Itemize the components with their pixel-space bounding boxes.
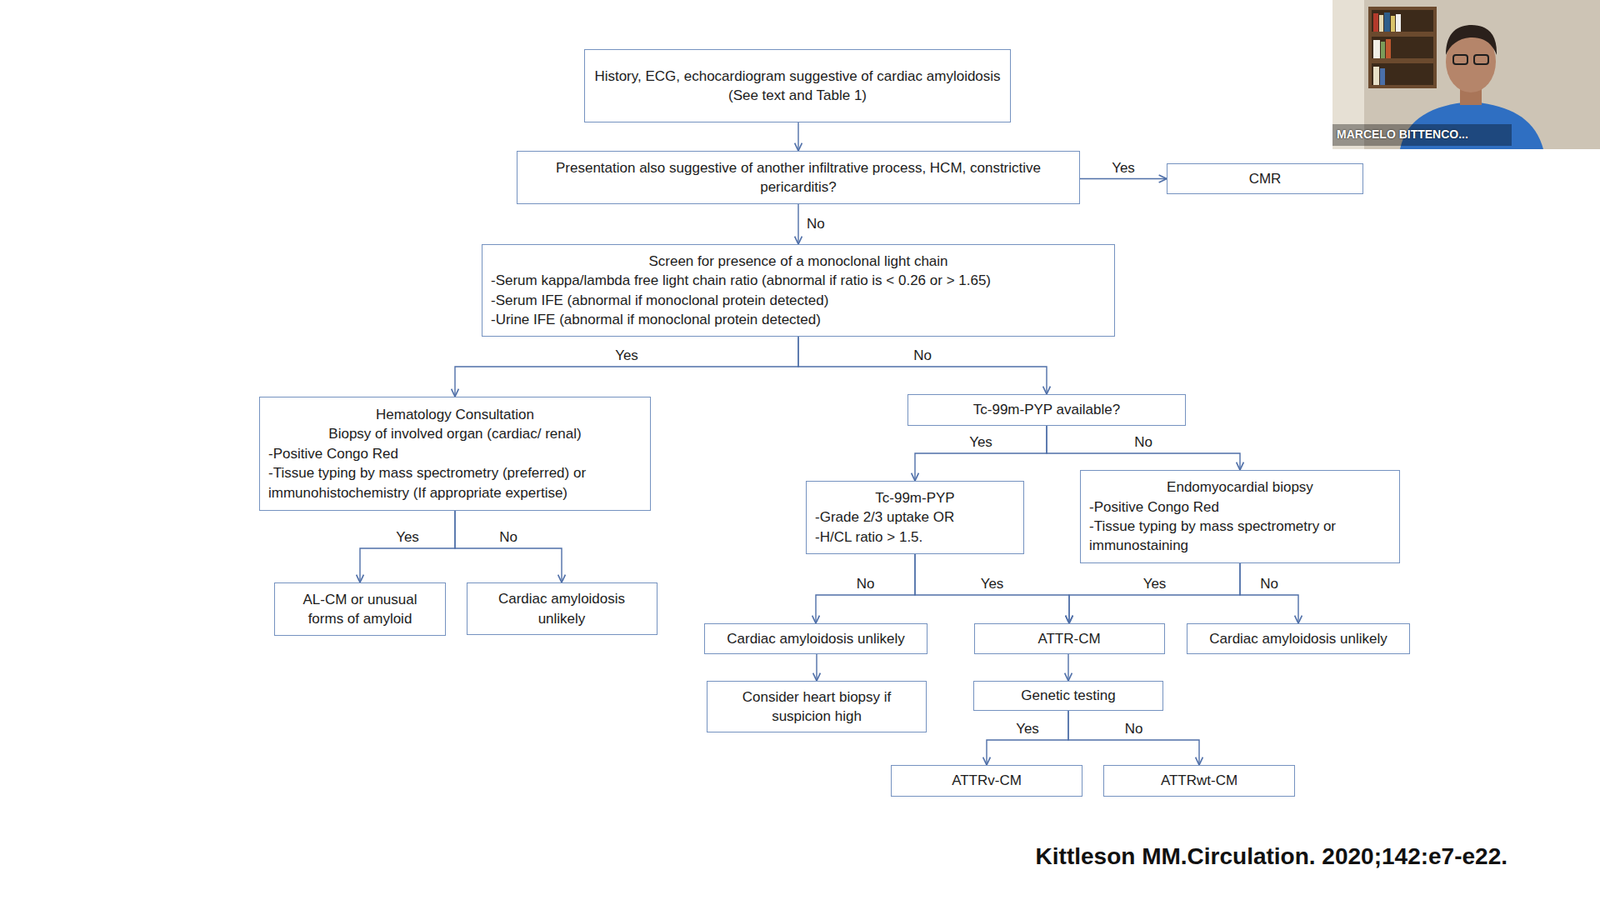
speaker-name: MARCELO BITTENCO...: [1336, 127, 1469, 142]
process-box: Endomyocardial biopsy-Positive Congo Red…: [1080, 470, 1400, 564]
flow-arrow: [1240, 563, 1299, 624]
box-text: Consider heart biopsy if suspicion high: [715, 687, 918, 727]
edge-label: No: [805, 215, 827, 233]
flow-arrow: [455, 510, 562, 583]
process-box: Consider heart biopsy if suspicion high: [706, 680, 927, 733]
books: [1373, 12, 1401, 85]
box-text: ATTRwt-CM: [1112, 770, 1286, 790]
box-text: -Grade 2/3 uptake OR: [815, 507, 1015, 527]
edge-label: Yes: [1110, 159, 1137, 176]
box-text: -Urine IFE (abnormal if monoclonal prote…: [490, 310, 1106, 330]
flow-arrow: [1069, 563, 1240, 624]
box-text: Genetic testing: [982, 685, 1155, 705]
box-text: -Serum kappa/lambda free light chain rat…: [490, 270, 1106, 290]
box-text: Cardiac amyloidosis unlikely: [713, 629, 919, 649]
flow-arrow: [915, 554, 1070, 624]
glasses: [1474, 55, 1489, 65]
process-box: Tc-99m-PYP available?: [907, 394, 1186, 426]
edge-label: Yes: [613, 347, 640, 365]
edge-label: No: [497, 529, 520, 546]
box-text: Tc-99m-PYP available?: [916, 400, 1177, 420]
shelf-space: [1371, 10, 1434, 32]
box-text: -Tissue typing by mass spectrometry or i…: [1089, 516, 1391, 556]
edge-label: Yes: [1141, 575, 1169, 593]
flow-arrow: [1080, 178, 1167, 180]
edge-label: Yes: [979, 575, 1006, 593]
box-text: ATTR-CM: [983, 629, 1156, 649]
edge-label: No: [1258, 575, 1280, 593]
process-box: Presentation also suggestive of another …: [516, 150, 1080, 205]
box-text: -Serum IFE (abnormal if monoclonal prote…: [490, 290, 1106, 310]
person-hair: [1445, 25, 1497, 55]
box-text: Screen for presence of a monoclonal ligh…: [490, 251, 1106, 271]
edge-label: Yes: [1014, 720, 1041, 738]
flow-arrow: [797, 122, 799, 151]
box-text: -Positive Congo Red: [268, 444, 642, 464]
process-box: History, ECG, echocardiogram suggestive …: [584, 49, 1011, 123]
box-text: ATTRv-CM: [900, 770, 1074, 790]
flow-arrow: [915, 425, 1047, 481]
citation-caption: Kittleson MM.Circulation. 2020;142:e7-e2…: [1035, 843, 1508, 870]
glasses: [1453, 55, 1468, 65]
box-text: -H/CL ratio > 1.5.: [815, 527, 1015, 547]
box-text: Presentation also suggestive of another …: [525, 158, 1071, 198]
flow-arrow: [360, 510, 455, 583]
edge-label: No: [855, 575, 877, 593]
box-text: -Positive Congo Red: [1089, 497, 1391, 517]
shelf-space: [1371, 63, 1434, 85]
process-box: Hematology ConsultationBiopsy of involve…: [259, 396, 651, 511]
edge-label: Yes: [967, 434, 995, 451]
flow-arrow: [455, 336, 799, 397]
name-bar: [1332, 124, 1512, 146]
process-box: AL-CM or unusual forms of amyloid: [274, 582, 446, 636]
box-text: Tc-99m-PYP: [815, 488, 1015, 508]
process-box: Genetic testing: [973, 680, 1164, 711]
edge-label: No: [1123, 720, 1145, 738]
flow-arrow: [1067, 654, 1069, 681]
flow-arrow: [798, 336, 1047, 395]
box-text: Cardiac amyloidosis unlikely: [475, 589, 649, 629]
process-box: Tc-99m-PYP-Grade 2/3 uptake OR-H/CL rati…: [805, 480, 1025, 555]
box-text: Biopsy of involved organ (cardiac/ renal…: [268, 424, 642, 444]
shelf-space: [1371, 36, 1434, 59]
process-box: Cardiac amyloidosis unlikely: [704, 623, 928, 655]
edge-label: Yes: [394, 529, 421, 546]
flow-arrow: [1046, 425, 1240, 470]
process-box: ATTR-CM: [974, 623, 1165, 655]
box-text: Endomyocardial biopsy: [1089, 477, 1391, 497]
box-text: Hematology Consultation: [268, 405, 642, 425]
webcam-wall: [1332, 0, 1600, 150]
process-box: Screen for presence of a monoclonal ligh…: [481, 244, 1115, 337]
flow-arrow: [986, 710, 1069, 765]
flow-arrow: [1068, 710, 1200, 765]
process-box: Cardiac amyloidosis unlikely: [466, 582, 658, 635]
process-box: CMR: [1166, 163, 1364, 195]
process-box: ATTRwt-CM: [1103, 765, 1295, 797]
flow-arrow: [797, 204, 799, 245]
bookshelf: [1368, 6, 1437, 89]
box-text: (See text and Table 1): [593, 85, 1002, 105]
box-text: CMR: [1175, 169, 1355, 189]
webcam-video: [1332, 0, 1600, 150]
edge-label: No: [911, 347, 934, 365]
box-text: History, ECG, echocardiogram suggestive …: [593, 66, 1002, 86]
box-text: AL-CM or unusual forms of amyloid: [283, 590, 437, 630]
box-text: Cardiac amyloidosis unlikely: [1195, 629, 1401, 649]
edge-label: No: [1132, 434, 1155, 451]
flow-arrow: [815, 654, 817, 681]
flow-arrow: [815, 554, 915, 624]
process-box: ATTRv-CM: [890, 765, 1083, 797]
box-text: -Tissue typing by mass spectrometry (pre…: [268, 463, 642, 503]
process-box: Cardiac amyloidosis unlikely: [1186, 623, 1410, 655]
